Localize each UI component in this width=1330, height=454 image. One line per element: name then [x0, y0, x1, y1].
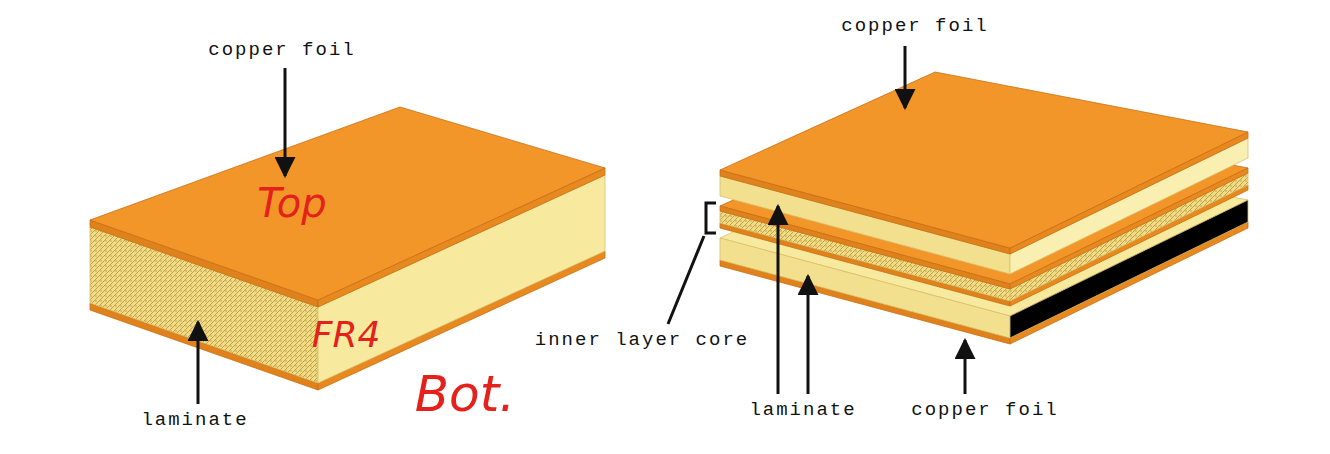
handwritten-note: FR4 — [312, 314, 381, 355]
part-label: inner layer core — [535, 330, 749, 352]
part-label: copper foil — [208, 40, 355, 62]
single-core-board — [90, 107, 605, 390]
part-label: laminate — [141, 410, 248, 432]
multilayer-stack — [720, 72, 1248, 344]
leader-arrows — [198, 46, 965, 404]
part-label: copper foil — [911, 400, 1058, 422]
part-label: laminate — [749, 400, 856, 422]
handwritten-note: Bot. — [415, 366, 515, 424]
part-label: copper foil — [841, 16, 988, 38]
handwritten-note: Top — [257, 180, 326, 226]
